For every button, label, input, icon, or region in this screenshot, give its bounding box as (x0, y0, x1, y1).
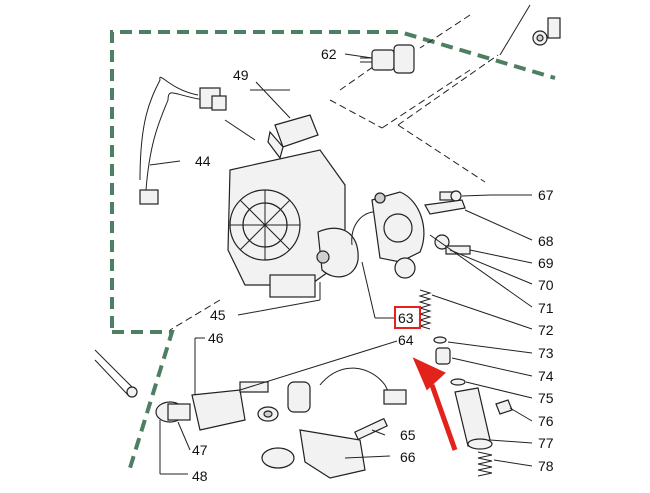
green-dashed-boundary (110, 30, 556, 469)
callout-45: 45 (210, 307, 226, 323)
part-68-plate (424, 199, 466, 215)
part-47-knob (155, 401, 191, 423)
part-45-housing (227, 149, 359, 298)
callout-74: 74 (538, 368, 554, 384)
part-72-spring (418, 289, 432, 330)
callout-62: 62 (321, 46, 337, 62)
part-62-sensor (360, 44, 415, 74)
part-65-screw (354, 417, 388, 441)
callout-78: 78 (538, 458, 554, 474)
callout-47: 47 (192, 442, 208, 458)
callout-71: 71 (538, 300, 554, 316)
highlight-box-63 (394, 306, 421, 329)
callout-66: 66 (400, 449, 416, 465)
callout-73: 73 (538, 345, 554, 361)
callout-49: 49 (233, 67, 249, 83)
part-76-clip (495, 399, 513, 415)
top-right-fitting (499, 4, 561, 56)
part-66-bracket (299, 429, 366, 479)
callout-65: 65 (400, 427, 416, 443)
part-44-wiring-harness (139, 76, 256, 205)
callout-70: 70 (538, 277, 554, 293)
part-67-screw (439, 190, 462, 202)
callout-63: 63 (398, 310, 414, 326)
part-71-pump-head (371, 191, 425, 279)
callout-44: 44 (195, 153, 211, 169)
red-arrow (412, 357, 458, 451)
part-46-bracket (191, 381, 269, 431)
part-75-oring (450, 378, 466, 386)
part-73-ring (433, 336, 447, 344)
callout-72: 72 (538, 322, 554, 338)
callout-67: 67 (538, 187, 554, 203)
callout-69: 69 (538, 255, 554, 271)
part-hose (94, 349, 138, 398)
part-74-valve (435, 347, 451, 365)
part-49-clip (267, 114, 319, 160)
part-64-cable-plug (287, 367, 407, 413)
callout-75: 75 (538, 390, 554, 406)
callout-77: 77 (538, 435, 554, 451)
callout-76: 76 (538, 413, 554, 429)
part-78-spring (477, 451, 493, 477)
callout-labels: 62 49 44 45 46 47 48 63 64 65 66 67 68 6… (192, 46, 554, 484)
part-cap (261, 447, 295, 469)
part-washer (257, 406, 279, 422)
callout-68: 68 (538, 233, 554, 249)
part-77-nozzle (454, 387, 493, 450)
callout-46: 46 (208, 330, 224, 346)
leader-lines (149, 53, 533, 475)
assembly-dashed-lines (169, 14, 499, 331)
callout-48: 48 (192, 468, 208, 484)
callout-64: 64 (398, 332, 414, 348)
